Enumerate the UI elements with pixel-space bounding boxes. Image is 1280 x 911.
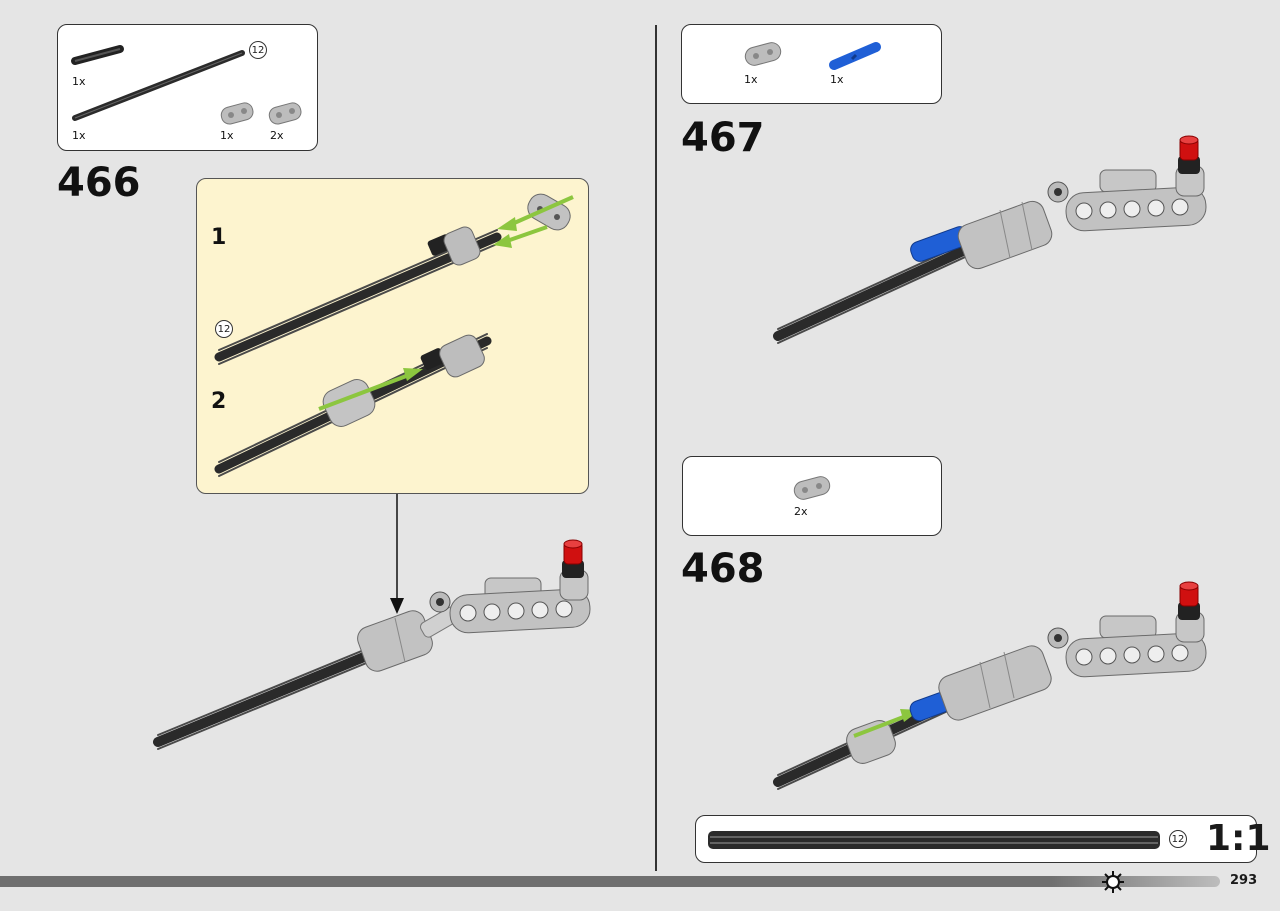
gear-sun-icon [1102, 871, 1124, 893]
step-number-468: 468 [681, 546, 765, 592]
assembly-illustration-468 [773, 581, 1207, 790]
liftarm-part [744, 42, 782, 66]
axle-12-part [72, 50, 245, 121]
liftarm-part [220, 102, 254, 125]
part-qty: 2x [270, 129, 284, 142]
parts-list-box-467: 1x 1x [681, 24, 942, 104]
axle-length-badge: 12 [215, 320, 233, 338]
substep-1-illustration [214, 193, 574, 365]
step-number-466: 466 [57, 160, 141, 206]
assembly-illustration-467 [773, 135, 1207, 344]
insert-arrow [390, 494, 404, 614]
part-qty: 1x [72, 75, 86, 88]
liftarm-part [268, 102, 302, 125]
parts-list-box-468: 2x [682, 456, 942, 536]
blue-pin-part [829, 42, 881, 70]
page-number: 293 [1230, 873, 1258, 888]
axle-connector-part [71, 45, 124, 65]
liftarm-part [793, 476, 831, 500]
substep-2-illustration [214, 333, 492, 477]
axle-length-badge: 12 [1169, 830, 1187, 848]
part-qty: 1x [744, 73, 758, 86]
substep-number: 2 [211, 389, 227, 414]
axle-scale-drawing [708, 831, 1160, 849]
parts-list-box-466: 1x 12 1x 1x 2x [57, 24, 318, 151]
part-qty: 1x [830, 73, 844, 86]
scale-ratio: 1:1 [1206, 818, 1271, 859]
sub-assembly-callout: 1 2 12 [196, 178, 589, 494]
axle-length-badge: 12 [249, 41, 267, 59]
step-number-467: 467 [681, 115, 765, 161]
page-divider [655, 25, 657, 871]
part-qty: 1x [72, 129, 86, 142]
substep-number: 1 [211, 225, 227, 250]
part-qty: 2x [794, 505, 808, 518]
assembly-illustration-466 [153, 539, 591, 750]
scale-reference-box: 12 1:1 [695, 815, 1271, 863]
progress-bar-track [0, 876, 1220, 887]
part-qty: 1x [220, 129, 234, 142]
